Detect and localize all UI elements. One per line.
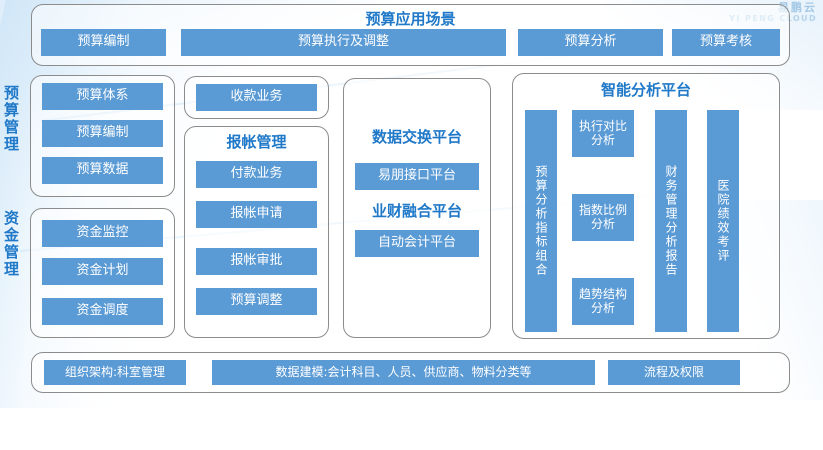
bottom-item-data-modeling[interactable]: 数据建模:会计科目、人员、供应商、物料分类等 (212, 360, 595, 385)
reimbursement-item-reimbursement-approval[interactable]: 报帐审批 (196, 248, 317, 275)
side-label-budget-management: 预算管理 (2, 85, 20, 153)
budget-item-budget-preparation[interactable]: 预算编制 (42, 120, 163, 147)
analysis-item-trend-structure[interactable]: 趋势结构分析 (572, 278, 634, 325)
business-finance-item-auto-accounting-platform[interactable]: 自动会计平台 (355, 230, 479, 257)
analysis-item-execution-comparison[interactable]: 执行对比分析 (572, 110, 634, 157)
budget-item-budget-data[interactable]: 预算数据 (42, 157, 163, 184)
reimbursement-panel-title: 报帐管理 (226, 133, 287, 151)
analysis-bar-hospital-performance-evaluation[interactable]: 医院绩效考评 (707, 110, 739, 332)
reimbursement-item-reimbursement-application[interactable]: 报帐申请 (196, 201, 317, 228)
side-label-fund-management: 资金管理 (2, 210, 20, 278)
reimbursement-item-budget-adjustment[interactable]: 预算调整 (196, 288, 317, 315)
top-item-budget-execution-adjustment[interactable]: 预算执行及调整 (181, 29, 506, 56)
top-item-budget-preparation[interactable]: 预算编制 (41, 29, 166, 56)
analysis-bar-budget-indicator-combination[interactable]: 预算分析指标组合 (525, 110, 557, 332)
fund-item-fund-scheduling[interactable]: 资金调度 (42, 298, 163, 325)
data-exchange-heading: 数据交换平台 (371, 128, 462, 146)
receipt-item-collection-business[interactable]: 收款业务 (196, 84, 317, 111)
data-exchange-panel (343, 78, 491, 338)
business-finance-heading: 业财融合平台 (371, 202, 462, 220)
analysis-bar-financial-management-report[interactable]: 财务管理分析报告 (655, 110, 687, 332)
fund-item-fund-plan[interactable]: 资金计划 (42, 258, 163, 285)
data-exchange-item-interface-platform[interactable]: 易朋接口平台 (355, 163, 479, 190)
reimbursement-item-payment-business[interactable]: 付款业务 (196, 161, 317, 188)
top-item-budget-assessment[interactable]: 预算考核 (672, 29, 780, 56)
top-item-budget-analysis[interactable]: 预算分析 (518, 29, 663, 56)
watermark-cn: 易鹏云 (778, 1, 817, 14)
top-panel-title: 预算应用场景 (365, 10, 456, 28)
bottom-item-process-and-permissions[interactable]: 流程及权限 (608, 360, 740, 385)
budget-item-budget-system[interactable]: 预算体系 (42, 83, 163, 110)
bottom-item-org-structure[interactable]: 组织架构:科室管理 (44, 360, 186, 385)
intelligent-analysis-title: 智能分析平台 (600, 81, 691, 99)
analysis-item-index-ratio[interactable]: 指数比例分析 (572, 194, 634, 241)
fund-item-fund-monitoring[interactable]: 资金监控 (42, 220, 163, 247)
